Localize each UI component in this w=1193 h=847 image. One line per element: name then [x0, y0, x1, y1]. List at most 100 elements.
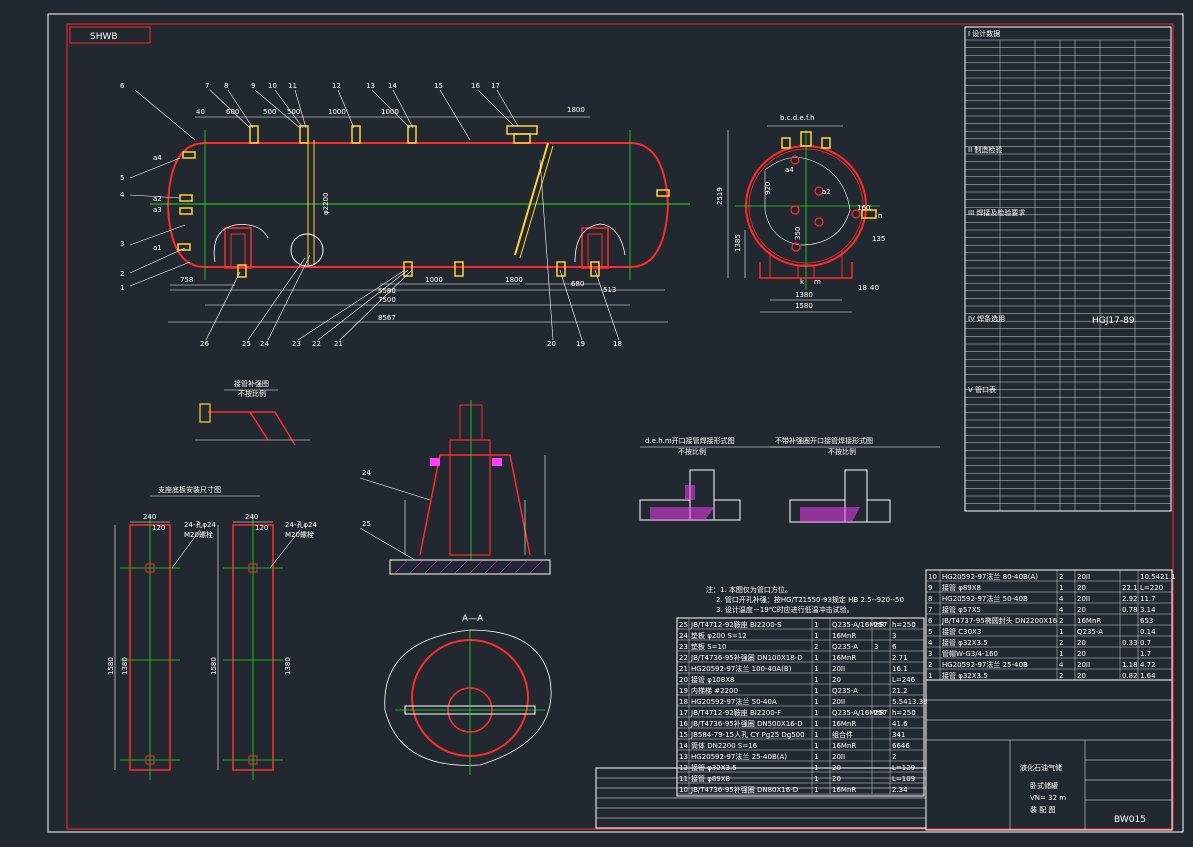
table-cell: 14: [679, 742, 688, 750]
table-cell: JB/T4737-95椭圆封头 DN2200X16: [941, 616, 1058, 625]
table-cell: L=246: [892, 676, 916, 684]
callout-24: 24: [260, 340, 269, 348]
end-dim-2519: 2519: [716, 187, 724, 205]
table-cell: 653: [1140, 617, 1153, 625]
table-cell: 接管 φ89X8: [942, 583, 981, 592]
table-cell: 垫板 φ200 S=12: [691, 631, 747, 640]
detail-lift-scale: 不按比例: [238, 389, 266, 398]
support-dim-1380-left: 1380: [121, 657, 129, 675]
table-cell: 7: [928, 606, 932, 614]
table-cell: Q235-A: [1077, 628, 1103, 636]
callout-22: 22: [312, 340, 321, 348]
support-dim-1380-right: 1380: [284, 657, 292, 675]
end-dim-1380: 1380: [795, 291, 813, 299]
manway: [290, 233, 324, 267]
table-cell: 2: [892, 753, 896, 761]
header-tag-box: [69, 26, 151, 44]
callout-14: 14: [388, 82, 397, 90]
table-cell: 41.6: [892, 720, 908, 728]
table-cell: 10.5421.1: [1140, 573, 1176, 581]
table-cell: 1: [1059, 584, 1063, 592]
table-cell: 1: [814, 687, 818, 695]
dim-tangent: 7500: [378, 296, 396, 304]
table-cell: 257: [874, 621, 887, 629]
dim-40-left: 40: [196, 108, 205, 116]
nozzle-a2: a2: [153, 195, 162, 203]
table-cell: 16MnR: [832, 632, 856, 640]
table-cell: 内梯梯 #2200: [691, 686, 738, 695]
table-cell: 19: [679, 687, 688, 695]
callout-11: 11: [288, 82, 297, 90]
table-cell: 1: [814, 621, 818, 629]
table-cell: h=250: [892, 621, 916, 629]
note-3: 3. 设计温度－19℃时应进行低温冲击试验。: [716, 605, 854, 614]
callout-2: 2: [120, 270, 124, 278]
dim-500-b: 500: [287, 108, 300, 116]
table-cell: HG20592-97法兰 80-40B(A): [942, 572, 1038, 581]
end-nozzle-n: n: [878, 212, 882, 220]
end-dim-1385: 1385: [734, 234, 742, 252]
dim-513: 513: [603, 286, 616, 294]
support-dim-1580-right: 1580: [210, 657, 218, 675]
table-cell: 接管 φ32X3.5: [942, 638, 988, 647]
callout-23: 23: [292, 340, 301, 348]
table-cell: 接管 φ57X5: [942, 605, 981, 614]
support-hole-note-left: 24-孔φ24: [184, 521, 217, 529]
title-line-2: 卧式储罐: [1030, 781, 1058, 790]
table-cell: HG20592-97法兰 25-40B(A): [691, 752, 787, 761]
table-cell: Q235-A: [832, 643, 858, 651]
support-dim-240-right: 240: [245, 513, 258, 521]
table-cell: Q235-A/16MnR: [832, 621, 885, 629]
table-cell: 23: [679, 643, 688, 651]
nozzle-callout-25: 25: [362, 520, 371, 528]
table-cell: 2: [1059, 639, 1063, 647]
support-dim-1580-left: 1580: [107, 657, 115, 675]
table-cell: 4: [1059, 661, 1064, 669]
table-cell: 3.14: [1140, 606, 1156, 614]
callout-12: 12: [332, 82, 341, 90]
end-nozzle-a4: a4: [785, 166, 794, 174]
note-2: 2. 管口开孔补强：按HG/T21550-93规定 HB 2.5--920--5…: [716, 595, 904, 604]
table-cell: 6: [928, 617, 933, 625]
table-cell: 18: [679, 698, 688, 706]
dim-1800-bottom: 1800: [505, 276, 523, 284]
table-cell: 20: [1077, 606, 1086, 614]
end-dim-160: 160: [857, 204, 870, 212]
table-cell: 3: [892, 632, 896, 640]
end-dim-40: 40: [870, 284, 879, 292]
end-dim-1580: 1580: [795, 302, 813, 310]
callout-18: 18: [613, 340, 622, 348]
table-cell: 1: [1059, 650, 1063, 658]
table-cell: 组合件: [832, 730, 853, 739]
table-cell: 16MnR: [832, 786, 856, 794]
end-nozzle-m: m: [814, 278, 821, 286]
note-1: 注：1. 本图仅为管口方位。: [706, 585, 792, 594]
callout-10: 10: [268, 82, 277, 90]
end-dim-920: 920: [764, 182, 772, 195]
callout-20: 20: [547, 340, 556, 348]
table-cell: 2: [1059, 617, 1063, 625]
dim-1000-b: 1000: [381, 108, 399, 116]
callout-4: 4: [120, 191, 125, 199]
weld-standard: HGJ17-89: [1092, 316, 1135, 326]
table-cell: 1: [814, 698, 818, 706]
dim-diameter: φ2200: [322, 193, 330, 215]
end-view-label: b.c.d.e.f.h: [780, 114, 815, 122]
tech-data-table: I 设计数据 II 制造检验 III 焊接及检验要求 IV 焊条选用 V 管口表…: [964, 26, 1172, 512]
callout-15: 15: [434, 82, 443, 90]
end-dim-350: 350: [794, 227, 802, 240]
table-cell: 16MnR: [832, 720, 856, 728]
table-cell: 6646: [892, 742, 910, 750]
table-cell: 20II: [1077, 573, 1090, 581]
outer-frame: [47, 13, 1184, 833]
table-cell: 20: [1077, 650, 1086, 658]
table-cell: 13: [679, 753, 688, 761]
table-cell: 21: [679, 665, 688, 673]
detail-support: 支座底板安装尺寸图 240 240 120 120 1580 1: [107, 485, 318, 780]
table-cell: 20: [1077, 584, 1086, 592]
table-cell: 20II: [1077, 595, 1090, 603]
table-cell: 接管 φ89X8: [691, 774, 730, 783]
tech-section-5: V 管口表: [968, 385, 996, 394]
table-cell: 1: [928, 672, 932, 680]
